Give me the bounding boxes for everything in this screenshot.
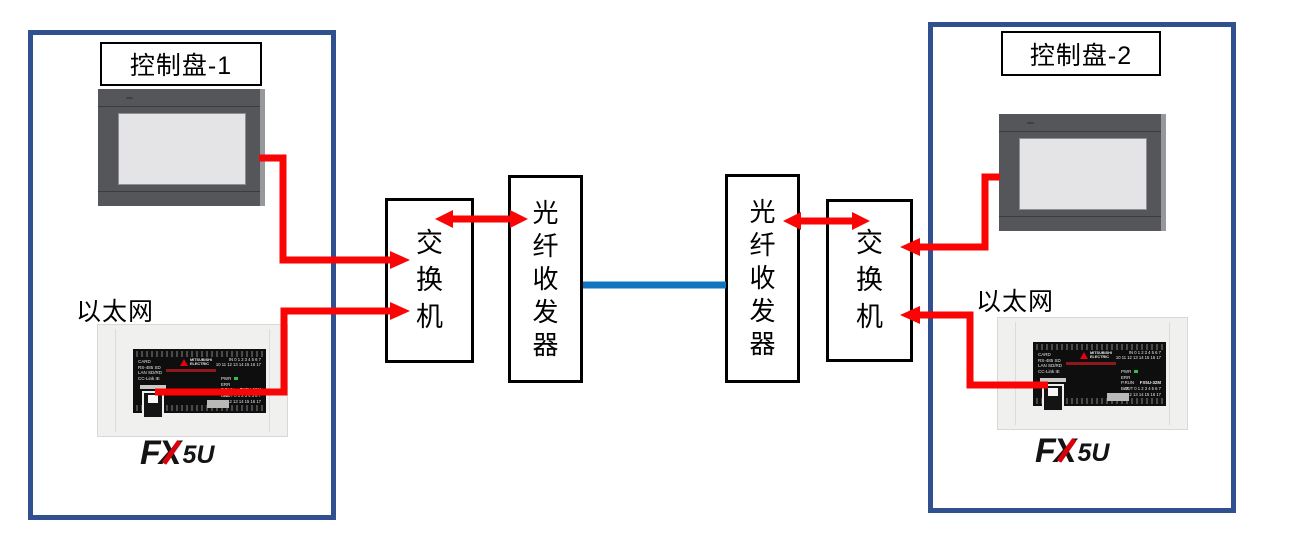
plc-front-face: CARD RS-485 SD LAN SD/RD CC-Link IE MITS… bbox=[133, 349, 266, 419]
hmi-screen-2 bbox=[1019, 138, 1147, 210]
lan-port-2 bbox=[1042, 384, 1064, 412]
plc-input-labels: IN 0 1 2 3 4 5 6 7 10 11 12 13 14 15 16 … bbox=[215, 357, 261, 368]
mitsubishi-diamond-icon bbox=[180, 358, 188, 366]
fx-logo-x: X bbox=[1054, 434, 1077, 468]
hmi-indicator-dot bbox=[126, 97, 133, 99]
plc-accent-bar bbox=[1066, 362, 1116, 365]
fiber-transceiver-right: 光 纤 收 发 器 bbox=[725, 174, 800, 383]
hmi-bezel-line bbox=[98, 106, 265, 107]
mitsubishi-brand-text: MITSUBISHI ELECTRIC bbox=[1090, 351, 1112, 360]
plc-front-face: CARD RS-485 SD LAN SD/RD CC-Link IE MITS… bbox=[1033, 342, 1166, 412]
control-panel-2-title-box: 控制盘-2 bbox=[1001, 31, 1161, 76]
plc-terminal-strip bbox=[136, 405, 263, 411]
control-panel-2-enclosure: 控制盘-2 以太网 CARD RS-485 SD LAN SD/RD CC-Li… bbox=[928, 22, 1236, 513]
lan-port-label bbox=[140, 385, 166, 389]
power-led bbox=[1134, 370, 1138, 373]
ethernet-switch-left: 交 换 机 bbox=[385, 198, 474, 363]
plc-accent-bar bbox=[166, 369, 216, 372]
plc-terminal-strip bbox=[1036, 398, 1163, 404]
plc-model-label: FX5U-32M bbox=[239, 387, 261, 392]
plc-status-labels: PWR ERR P.RUN BAT bbox=[1121, 369, 1135, 391]
fx-logo-suffix: 5U bbox=[182, 441, 215, 469]
hmi-bezel-line bbox=[999, 131, 1166, 132]
hmi-indicator-dot bbox=[1027, 122, 1034, 124]
plc-port-labels: CARD RS-485 SD LAN SD/RD CC-Link IE bbox=[138, 359, 163, 381]
lan-port-1 bbox=[142, 391, 164, 419]
fx5u-logo-2: F X 5U bbox=[1035, 432, 1110, 470]
plc-fx5u-1: CARD RS-485 SD LAN SD/RD CC-Link IE MITS… bbox=[97, 324, 288, 437]
mitsubishi-logo: MITSUBISHI ELECTRIC bbox=[180, 358, 212, 366]
control-panel-2-title: 控制盘-2 bbox=[1029, 41, 1133, 70]
fx-logo-x: X bbox=[159, 436, 182, 470]
fiber-right-label: 光 纤 收 发 器 bbox=[749, 197, 776, 359]
hmi-screen-1 bbox=[118, 113, 246, 185]
plc-seam bbox=[1169, 322, 1170, 425]
hmi-touch-panel-1 bbox=[98, 89, 265, 206]
control-panel-1-enclosure: 控制盘-1 以太网 CARD RS-485 SD LAN SD/RD CC-Li… bbox=[28, 30, 336, 520]
plc-seam bbox=[269, 329, 270, 432]
plc-seam bbox=[1015, 322, 1016, 425]
mitsubishi-diamond-icon bbox=[1080, 351, 1088, 359]
fiber-left-label: 光 纤 收 发 器 bbox=[532, 197, 559, 360]
plc-terminal-strip bbox=[1036, 344, 1163, 350]
lan-port-label bbox=[1040, 378, 1066, 382]
mitsubishi-brand-text: MITSUBISHI ELECTRIC bbox=[190, 358, 212, 367]
plc-fx5u-2: CARD RS-485 SD LAN SD/RD CC-Link IE MITS… bbox=[997, 317, 1188, 430]
plc-input-labels: IN 0 1 2 3 4 5 6 7 10 11 12 13 14 15 16 … bbox=[1115, 350, 1161, 361]
ethernet-label-2: 以太网 bbox=[976, 288, 1055, 316]
plc-seam bbox=[115, 329, 116, 432]
lan-port-pin bbox=[148, 395, 158, 403]
plc-model-label: FX5U-32M bbox=[1139, 380, 1161, 385]
switch-left-label: 交 换 机 bbox=[416, 228, 443, 332]
fx-logo-suffix: 5U bbox=[1077, 439, 1110, 467]
mitsubishi-logo: MITSUBISHI ELECTRIC bbox=[1080, 351, 1112, 359]
hmi-touch-panel-2 bbox=[999, 114, 1166, 231]
lan-port-pin bbox=[1048, 388, 1058, 396]
hmi-side-edge bbox=[260, 89, 265, 206]
power-led bbox=[234, 377, 238, 380]
ethernet-label-1: 以太网 bbox=[76, 298, 155, 326]
ethernet-switch-right: 交 换 机 bbox=[826, 199, 913, 362]
hmi-bezel-line bbox=[98, 191, 265, 192]
fx-logo-f: F bbox=[140, 434, 161, 472]
fx5u-logo-1: F X 5U bbox=[140, 434, 215, 472]
plc-serial-label bbox=[1107, 393, 1129, 401]
hmi-bezel-line bbox=[999, 216, 1166, 217]
hmi-side-edge bbox=[1161, 114, 1166, 231]
fx-logo-f: F bbox=[1035, 432, 1056, 470]
control-panel-1-title: 控制盘-1 bbox=[129, 52, 233, 80]
switch-right-label: 交 换 机 bbox=[856, 228, 883, 332]
plc-port-labels: CARD RS-485 SD LAN SD/RD CC-Link IE bbox=[1038, 352, 1063, 374]
control-panel-1-title-box: 控制盘-1 bbox=[100, 42, 262, 86]
fiber-transceiver-left: 光 纤 收 发 器 bbox=[508, 175, 583, 383]
plc-serial-label bbox=[207, 400, 229, 408]
